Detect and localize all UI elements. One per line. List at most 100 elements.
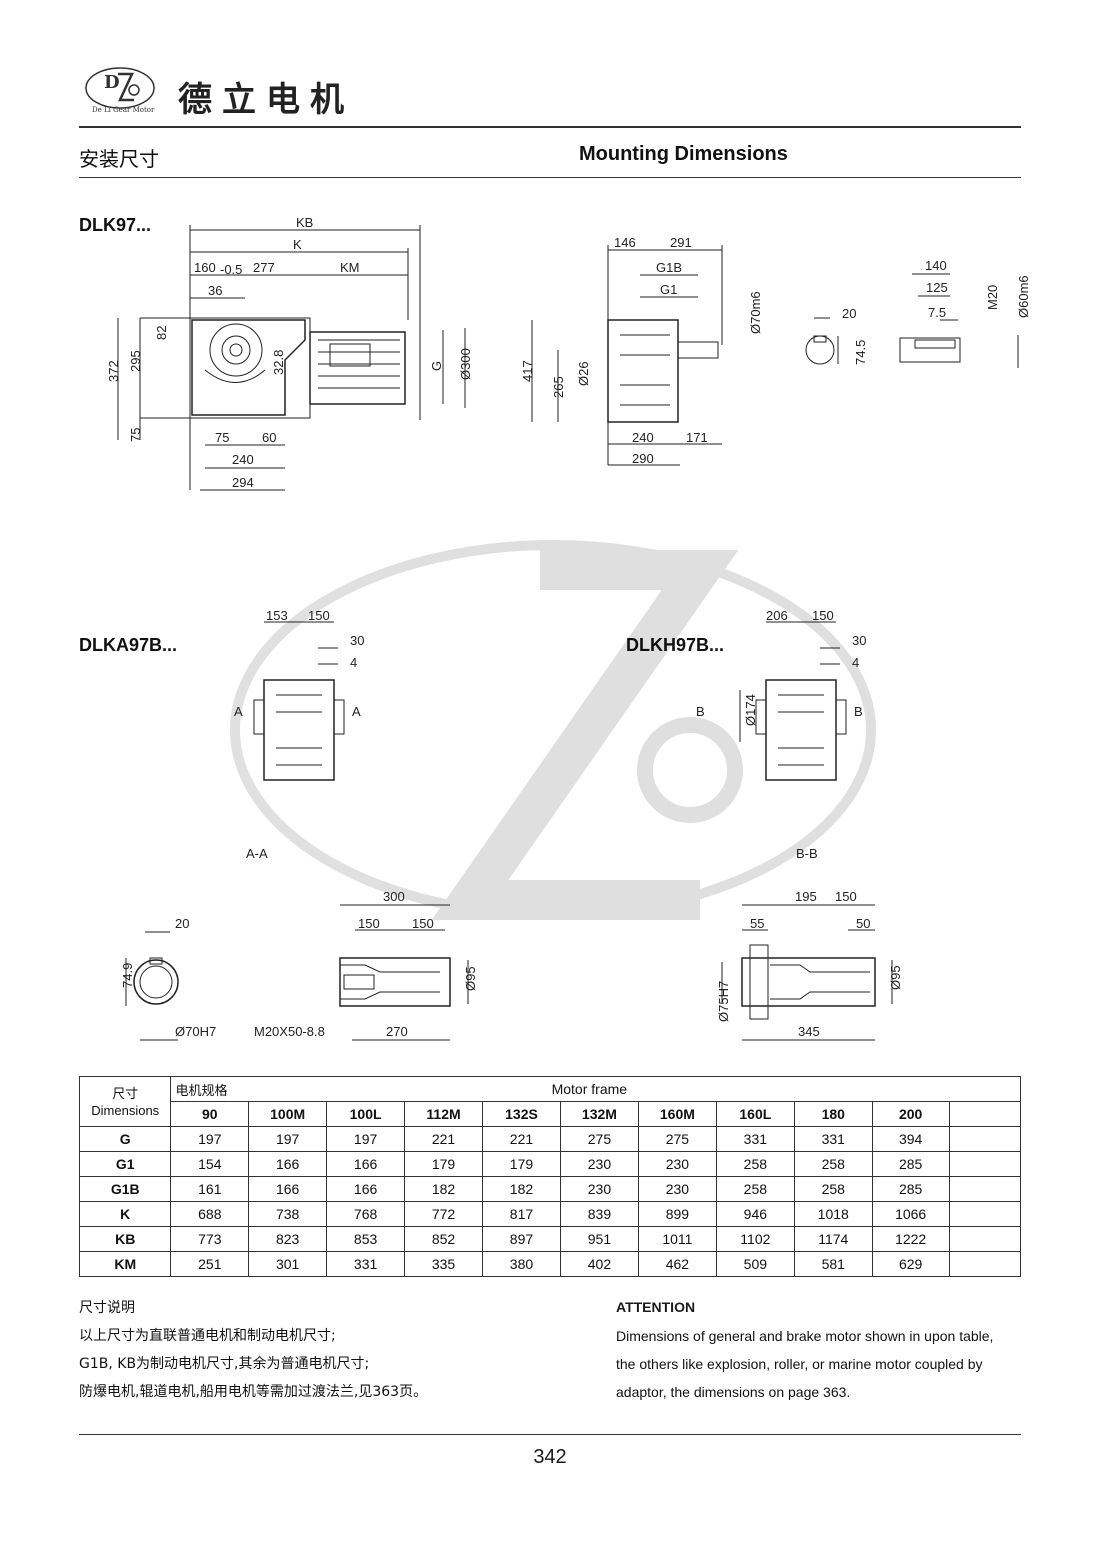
table-cell: 179 xyxy=(404,1151,484,1177)
table-cell: 161 xyxy=(170,1176,250,1202)
table-cell: 899 xyxy=(637,1201,717,1227)
table-cell: 197 xyxy=(248,1126,328,1152)
table-cell: 166 xyxy=(248,1176,328,1202)
dim-k: K xyxy=(293,237,302,252)
empty-cell xyxy=(948,1126,1022,1152)
dim-aa70h7: Ø70H7 xyxy=(175,1024,216,1039)
table-cell: 1011 xyxy=(637,1226,717,1252)
dim-ka30: 30 xyxy=(350,633,364,648)
table-cell: 509 xyxy=(715,1251,795,1277)
section-b-right: B xyxy=(854,704,863,719)
notes-en: Dimensions of general and brake motor sh… xyxy=(616,1322,993,1406)
table-cell: 402 xyxy=(559,1251,639,1277)
brand-name: 德立电机 xyxy=(178,80,354,120)
dim-kh150: 150 xyxy=(812,608,834,623)
aa-bore-view xyxy=(125,931,179,1041)
dim-60: 60 xyxy=(262,430,276,445)
table-cell: 817 xyxy=(482,1201,561,1227)
dim-aa-m20: M20X50-8.8 xyxy=(254,1024,325,1039)
dim-kh4: 4 xyxy=(852,655,859,670)
notes-cn-title: 尺寸说明 xyxy=(79,1300,135,1316)
table-cell: 946 xyxy=(715,1201,795,1227)
dim-36: 36 xyxy=(208,283,222,298)
model-label-k: DLK97... xyxy=(79,215,152,235)
kh97-view xyxy=(739,621,847,781)
section-bb-title: B-B xyxy=(796,846,818,861)
dim-32-8: 32.8 xyxy=(271,350,286,375)
attention-title: ATTENTION xyxy=(616,1299,696,1315)
dim-20a: 20 xyxy=(842,306,856,321)
dim-125: 125 xyxy=(926,280,948,295)
empty-cell xyxy=(948,1201,1022,1227)
section-b-left: B xyxy=(696,704,705,719)
shaft-side-view xyxy=(899,273,1019,368)
motor-frame-header: 132M xyxy=(559,1101,639,1127)
dim-bb95: Ø95 xyxy=(888,965,903,990)
logo-mark: D De Li Gear Motor xyxy=(85,67,155,114)
dim-75v: 75 xyxy=(128,428,143,442)
dim-277: 277 xyxy=(253,260,275,275)
dim-kb: KB xyxy=(296,215,313,230)
dim-g1: G1 xyxy=(660,282,677,297)
table-cell: 823 xyxy=(248,1226,328,1252)
dim-171: 171 xyxy=(686,430,708,445)
corner-label-cn: 尺寸 xyxy=(112,1085,139,1101)
table-cell: 331 xyxy=(715,1126,795,1152)
table-cell: 738 xyxy=(248,1201,328,1227)
dim-295: 295 xyxy=(128,350,143,372)
table-cell: 166 xyxy=(248,1151,328,1177)
dim-70m6: Ø70m6 xyxy=(748,291,763,334)
k97-front-view xyxy=(117,225,466,491)
table-cell: 179 xyxy=(482,1151,561,1177)
dim-265: 265 xyxy=(551,376,566,398)
notes-cn-line: G1B, KB为制动电机尺寸,其余为普通电机尺寸; xyxy=(79,1356,370,1372)
table-cell: 1066 xyxy=(871,1201,950,1227)
motor-frame-label-en: Motor frame xyxy=(248,1076,1021,1102)
empty-cell xyxy=(948,1226,1022,1252)
page-number: 342 xyxy=(533,1446,567,1468)
notes-en-line: adaptor, the dimensions on page 363. xyxy=(616,1384,851,1400)
notes-cn-line: 以上尺寸为直联普通电机和制动电机尺寸; xyxy=(79,1328,336,1344)
dim-bb195: 195 xyxy=(795,889,817,904)
row-label: G xyxy=(78,1126,172,1152)
table-cell: 380 xyxy=(482,1251,561,1277)
row-label: KB xyxy=(78,1226,172,1252)
table-cell: 462 xyxy=(637,1251,717,1277)
table-cell: 629 xyxy=(871,1251,950,1277)
empty-cell xyxy=(948,1251,1022,1277)
table-cell: 688 xyxy=(170,1201,250,1227)
dim-82: 82 xyxy=(154,326,169,340)
notes-cn: 尺寸说明 以上尺寸为直联普通电机和制动电机尺寸; G1B, KB为制动电机尺寸,… xyxy=(79,1294,427,1406)
dim-aa150b: 150 xyxy=(412,916,434,931)
table-cell: 221 xyxy=(482,1126,561,1152)
section-a-left: A xyxy=(234,704,243,719)
dim-bb150: 150 xyxy=(835,889,857,904)
page-title-cn: 安装尺寸 xyxy=(79,147,159,171)
dim-240b: 240 xyxy=(632,430,654,445)
header-rule xyxy=(79,126,1021,128)
dim-26: Ø26 xyxy=(576,361,591,386)
motor-frame-header: 160L xyxy=(715,1101,795,1127)
dim-bb55: 55 xyxy=(750,916,764,931)
dim-kh30: 30 xyxy=(852,633,866,648)
dim-m20: M20 xyxy=(985,285,1000,310)
motor-frame-header: 160M xyxy=(637,1101,717,1127)
table-cell: 1222 xyxy=(871,1226,950,1252)
technical-drawings: KB K 160 -0.5 277 KM 36 82 372 295 32.8 … xyxy=(106,215,1031,1041)
motor-frame-header: 132S xyxy=(482,1101,561,1127)
dim-km: KM xyxy=(340,260,360,275)
table-cell: 1102 xyxy=(715,1226,795,1252)
dim-75h: 75 xyxy=(215,430,229,445)
bb-shaft-section xyxy=(721,904,893,1041)
table-cell: 772 xyxy=(404,1201,484,1227)
table-cell: 258 xyxy=(715,1176,795,1202)
table-cell: 197 xyxy=(326,1126,406,1152)
footer-rule xyxy=(79,1434,1021,1435)
motor-frame-header: 112M xyxy=(404,1101,484,1127)
dim-kh174: Ø174 xyxy=(743,694,758,726)
